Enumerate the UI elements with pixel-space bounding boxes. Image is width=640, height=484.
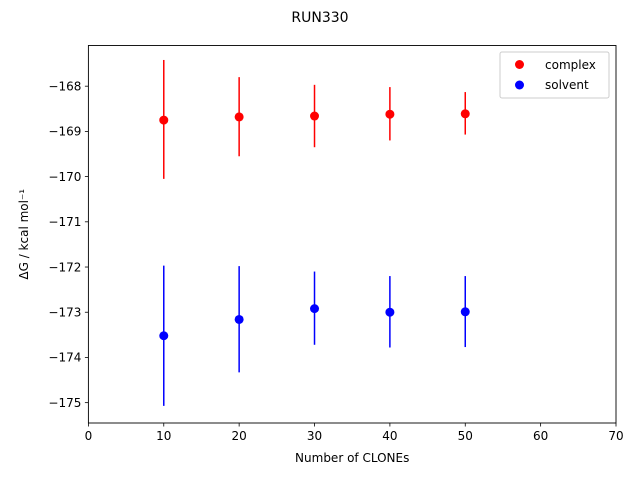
point-solvent (385, 307, 395, 317)
y-tick-label: −171 (48, 215, 81, 229)
data-points (159, 109, 470, 341)
legend-marker-complex (515, 60, 524, 69)
legend: complex solvent (499, 51, 610, 99)
point-solvent (234, 314, 244, 324)
legend-label-solvent: solvent (545, 78, 589, 92)
y-tick-label: −172 (48, 260, 81, 274)
chart-title: RUN330 (291, 10, 348, 26)
x-tick-label: 0 (85, 429, 93, 443)
point-solvent (159, 331, 169, 341)
point-complex (159, 115, 169, 125)
point-complex (460, 109, 470, 119)
x-tick-label: 60 (533, 429, 548, 443)
y-axis-label: ΔG / kcal mol⁻¹ (17, 189, 31, 280)
y-tick-label: −175 (48, 396, 81, 410)
x-tick-label: 70 (608, 429, 623, 443)
y-tick-label: −174 (48, 351, 81, 365)
y-tick-label: −169 (48, 125, 81, 139)
x-axis-label: Number of CLONEs (295, 451, 409, 465)
y-tick-label: −170 (48, 170, 81, 184)
x-tick-label: 10 (156, 429, 171, 443)
x-axis: 0 10 20 30 40 50 60 70 (85, 423, 624, 443)
x-tick-label: 30 (307, 429, 322, 443)
y-axis: −175 −174 −173 −172 −171 −170 −169 −168 (48, 79, 89, 410)
point-complex (310, 111, 320, 121)
x-tick-label: 20 (232, 429, 247, 443)
point-complex (385, 109, 395, 119)
y-tick-label: −168 (48, 79, 81, 93)
legend-label-complex: complex (545, 58, 596, 72)
point-solvent (460, 307, 470, 317)
x-tick-label: 50 (458, 429, 473, 443)
legend-frame (499, 51, 610, 99)
point-complex (234, 112, 244, 122)
y-tick-label: −173 (48, 306, 81, 320)
plot-area-frame (87, 45, 617, 424)
legend-marker-solvent (515, 80, 524, 90)
point-solvent (310, 304, 320, 314)
x-tick-label: 40 (382, 429, 397, 443)
